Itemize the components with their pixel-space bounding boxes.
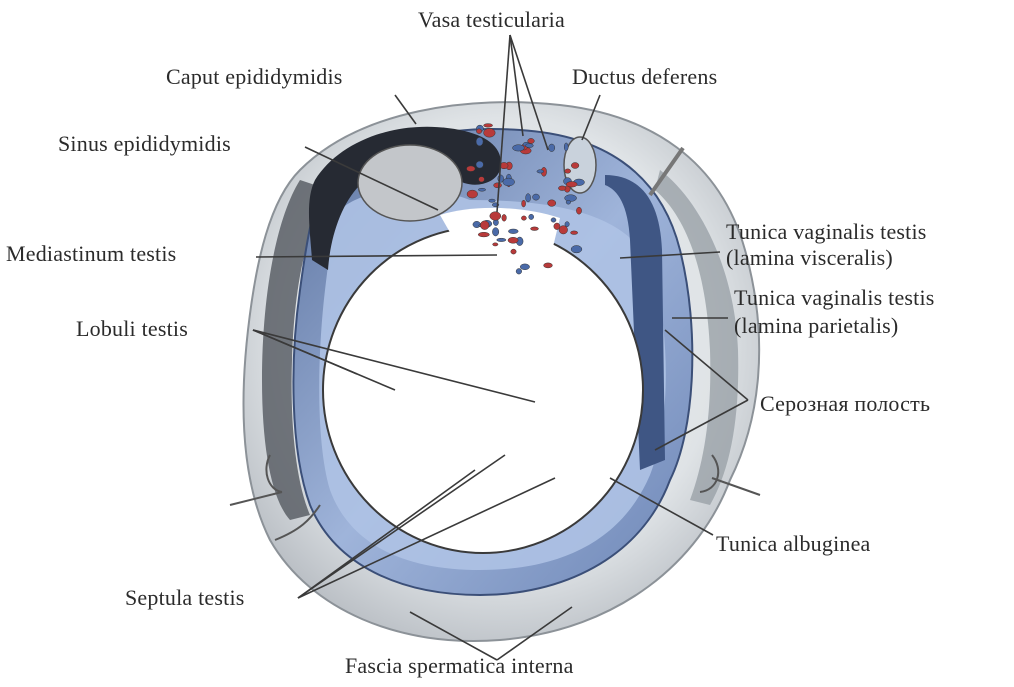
vessel-section <box>467 190 478 198</box>
vessel-section <box>571 163 579 169</box>
vessel-section <box>566 182 577 188</box>
vessel-section <box>513 145 525 151</box>
vessel-section <box>521 216 526 220</box>
vessel-section <box>476 137 483 146</box>
vessel-section <box>520 264 529 270</box>
vessel-section <box>511 249 516 254</box>
vessel-section <box>571 246 582 253</box>
vessel-section <box>551 218 556 222</box>
vessel-section <box>558 186 566 191</box>
vessel-section <box>516 269 522 275</box>
vessel-section <box>480 221 489 230</box>
vessel-section <box>497 238 506 241</box>
vessel-section <box>484 124 493 128</box>
vessel-section <box>537 170 544 173</box>
label-tunica-vaginalis-visceralis-1: Tunica vaginalis testis <box>726 219 927 245</box>
vessel-section <box>549 144 555 152</box>
vessel-section <box>544 263 553 268</box>
label-caput-epididymidis: Caput epididymidis <box>166 64 343 90</box>
vessel-section <box>526 194 531 202</box>
vessel-section <box>503 178 515 186</box>
vessel-section <box>529 214 534 219</box>
vessel-section <box>494 183 502 188</box>
label-lobuli-testis: Lobuli testis <box>76 316 188 342</box>
label-sinus-epididymidis: Sinus epididymidis <box>58 131 231 157</box>
vessel-section <box>467 166 476 172</box>
vessel-section <box>476 129 481 134</box>
vessel-section <box>478 188 485 191</box>
vessel-section <box>548 200 556 207</box>
vessel-section <box>559 226 568 234</box>
vessel-section <box>476 161 483 168</box>
label-tunica-vaginalis-parietalis-2: (lamina parietalis) <box>734 313 898 339</box>
vessel-section <box>502 214 507 221</box>
vessel-section <box>564 143 568 151</box>
label-vasa-testicularia: Vasa testicularia <box>418 7 565 33</box>
label-septula-testis: Septula testis <box>125 585 245 611</box>
label-serous-cavity: Серозная полость <box>760 391 930 417</box>
vessel-section <box>479 177 485 182</box>
vessel-section <box>490 212 501 221</box>
caput-epididymidis-body <box>358 145 462 221</box>
vessel-section <box>566 200 571 204</box>
vessel-section <box>526 144 534 148</box>
vessel-section <box>508 237 518 243</box>
label-ductus-deferens: Ductus deferens <box>572 64 717 90</box>
vessel-section <box>484 128 496 137</box>
label-tunica-albuginea: Tunica albuginea <box>716 531 871 557</box>
vessel-section <box>576 207 581 214</box>
vessel-section <box>492 228 498 236</box>
vessel-section <box>478 232 489 237</box>
vessel-section <box>489 199 496 202</box>
label-tunica-vaginalis-parietalis-1: Tunica vaginalis testis <box>734 285 935 311</box>
label-mediastinum-testis: Mediastinum testis <box>6 241 176 267</box>
vessel-section <box>533 194 540 200</box>
vessel-section <box>508 229 518 234</box>
label-fascia-spermatica-interna: Fascia spermatica interna <box>345 653 574 679</box>
vessel-section <box>565 169 571 173</box>
vessel-section <box>522 200 526 207</box>
vessel-section <box>493 243 498 246</box>
label-tunica-vaginalis-visceralis-2: (lamina visceralis) <box>726 245 893 271</box>
vessel-section <box>531 227 539 231</box>
vessel-section <box>571 231 578 235</box>
vessel-section <box>565 195 577 202</box>
